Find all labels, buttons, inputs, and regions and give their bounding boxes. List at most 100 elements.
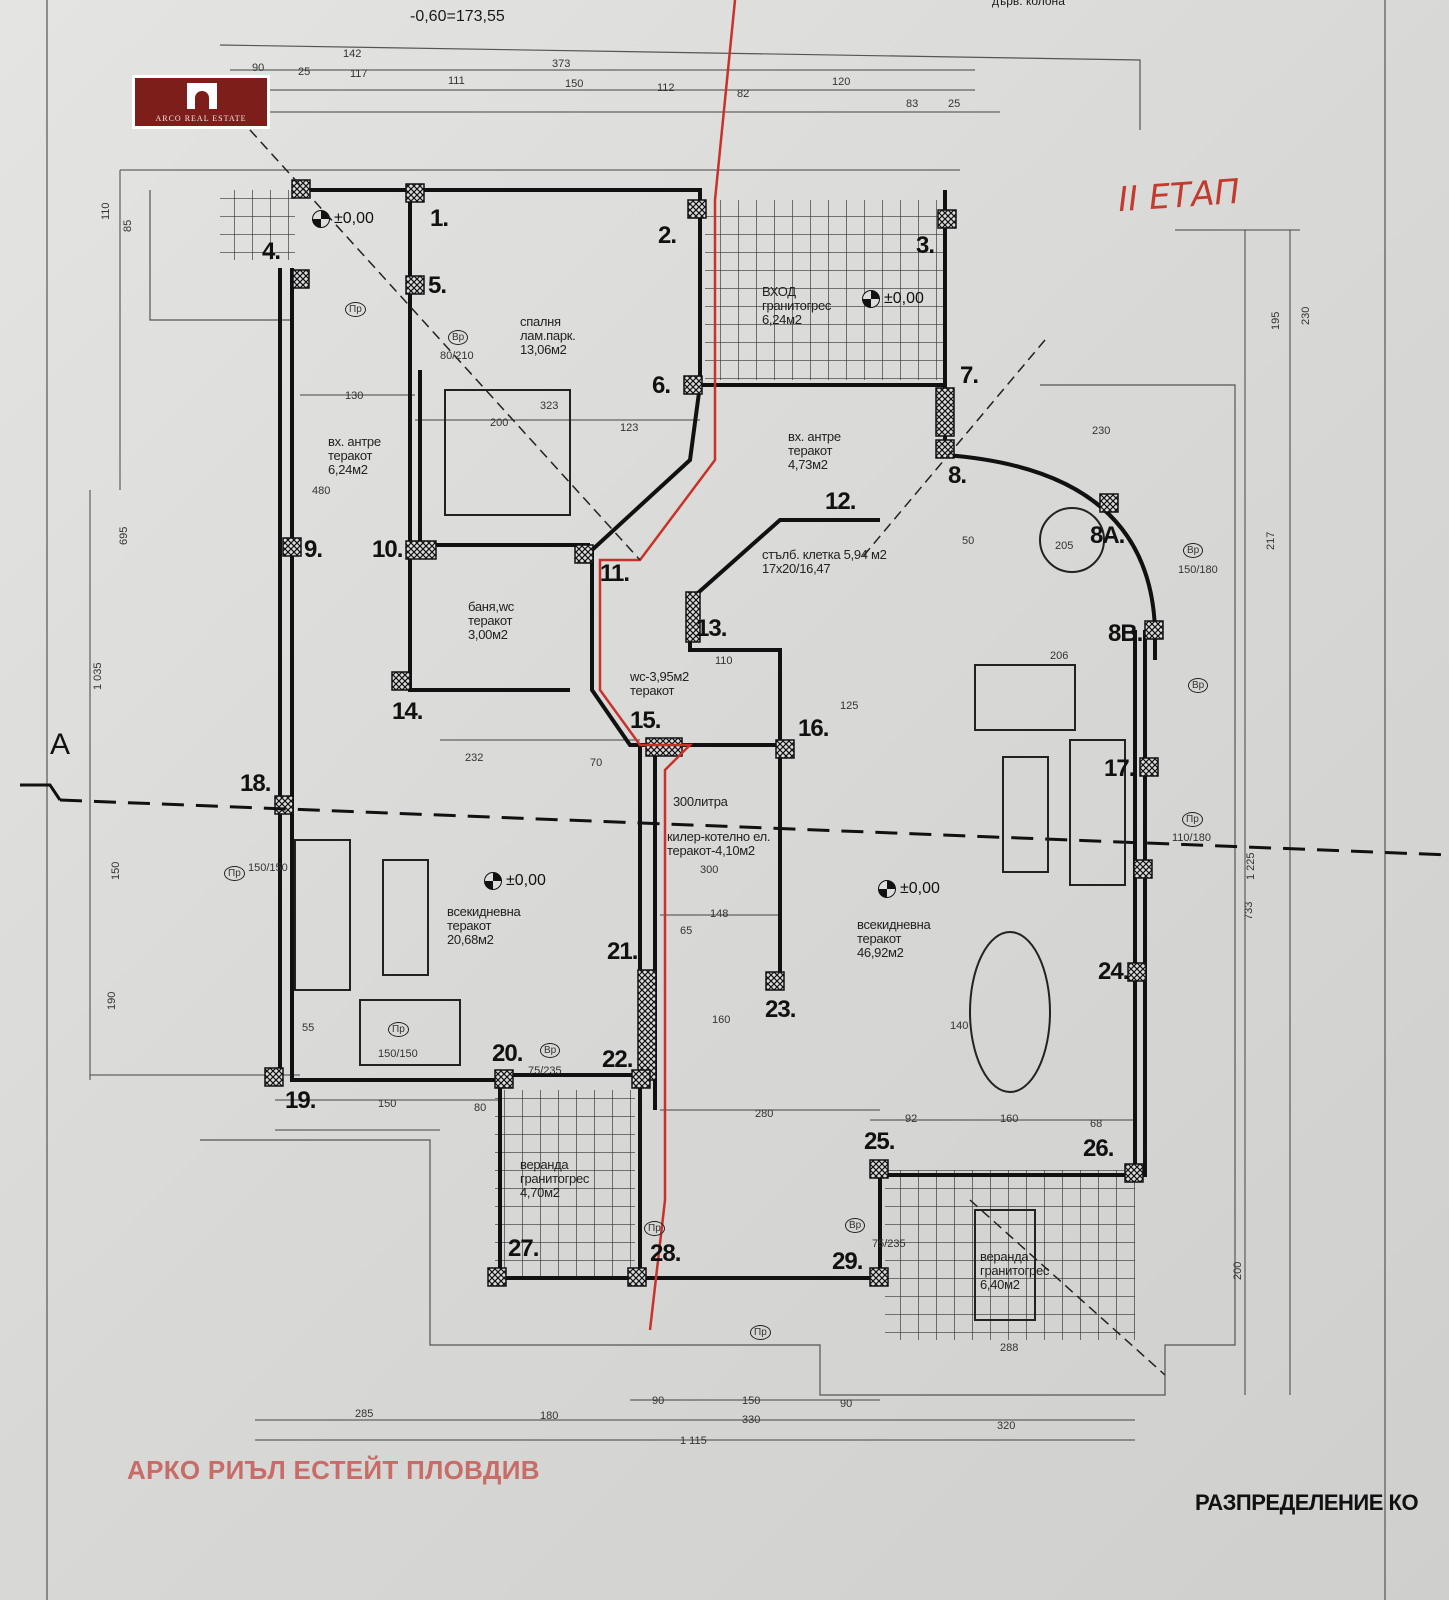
room-label-line: веранда [520, 1157, 569, 1172]
door-tag: Вр [540, 1043, 561, 1058]
room-label-line: лам.парк. [520, 328, 576, 343]
axis-number: 10. [372, 536, 403, 563]
axis-number: 15. [630, 707, 661, 734]
red-markup-line [598, 0, 737, 1331]
room-label-line: теракот-4,10м2 [667, 843, 755, 858]
room-label-line: стълб. клетка 5,94 м2 [762, 547, 887, 562]
dimension-inner: 160 [1000, 1113, 1019, 1125]
dimension-inner: 68 [1090, 1118, 1103, 1130]
dimension-top: 25 [298, 66, 311, 78]
room-label-line: ВХОД [762, 284, 796, 299]
room-label-line: спалня [520, 314, 561, 329]
veranda-tiles-left [495, 1090, 635, 1280]
dimension-inner: 160 [712, 1014, 731, 1026]
axis-number: 19. [285, 1087, 316, 1114]
axis-number: 6. [652, 372, 671, 399]
frame-lines [46, 0, 1386, 1600]
dimension-bottom: 150 [742, 1395, 761, 1407]
room-label-line: 3,00м2 [468, 627, 508, 642]
dimension-bottom: 90 [652, 1395, 665, 1407]
dimension-left: 110 [100, 202, 112, 220]
axis-number: 23. [765, 996, 796, 1023]
dimension-bottom: 320 [997, 1420, 1016, 1432]
room-label-line: гранитогрес [980, 1263, 1050, 1278]
axis-number: 8. [948, 462, 967, 489]
wood-column-label: дърв. колона [992, 0, 1065, 8]
dimension-right: 733 [1243, 901, 1255, 920]
door-tag: Вр [448, 330, 469, 345]
dimension-left: 695 [118, 526, 130, 545]
logo-text: ARCO REAL ESTATE [155, 114, 247, 123]
columns [264, 179, 1164, 1287]
dimension-left: 190 [106, 991, 118, 1010]
dimension-inner: 125 [840, 700, 859, 712]
dimension-inner: 70 [590, 757, 603, 769]
room-label-line: 6,24м2 [762, 312, 802, 327]
door-tag: Пр [388, 1022, 409, 1037]
dimension-right: 217 [1265, 531, 1277, 550]
arch-icon [187, 83, 217, 109]
dimension-bottom: 285 [355, 1408, 374, 1420]
door-size: 75/235 [872, 1238, 906, 1250]
dimension-inner: 150 [378, 1098, 397, 1110]
door-size: 80/210 [440, 350, 474, 362]
dimension-inner: 280 [755, 1108, 774, 1120]
room-label-line: теракот [328, 448, 373, 463]
axis-number: 18. [240, 770, 271, 797]
room-label-line: баня,wc [468, 599, 514, 614]
axis-number: 4. [262, 238, 281, 265]
room-label-line: теракот [447, 918, 492, 933]
dimension-right: 1 225 [1245, 852, 1257, 880]
room-label-line: 4,73м2 [788, 457, 828, 472]
watermark: АРКО РИЪЛ ЕСТЕЙТ ПЛОВДИВ [127, 1455, 540, 1485]
dimension-inner: 148 [710, 908, 729, 920]
room-label: 300литра [673, 795, 728, 809]
room-label-line: 17х20/16,47 [762, 561, 831, 576]
dimension-right: 200 [1232, 1261, 1244, 1280]
axis-number: 22. [602, 1046, 633, 1073]
room-label-line: теракот [857, 931, 902, 946]
dimension-inner: 232 [465, 752, 484, 764]
axis-number: 28. [650, 1240, 681, 1267]
dimension-top: 83 [906, 98, 919, 110]
dimension-bottom: 1 115 [680, 1435, 707, 1447]
room-label-line: всекидневна [857, 917, 931, 932]
axis-number: 17. [1104, 755, 1135, 782]
room-label-line: теракот [468, 613, 513, 628]
room-label-line: 46,92м2 [857, 945, 904, 960]
axis-number: 26. [1083, 1135, 1114, 1162]
axis-number: 5. [428, 272, 447, 299]
door-size: 150/150 [378, 1048, 418, 1060]
top-level-mark: -0,60=173,55 [410, 8, 505, 25]
dimension-bottom: 180 [540, 1410, 559, 1422]
dimension-bottom: 90 [840, 1398, 853, 1410]
dimension-left: 85 [122, 219, 134, 232]
door-tag: Пр [750, 1325, 771, 1340]
axis-number: 14. [392, 698, 423, 725]
section-arrow [20, 783, 62, 801]
dimension-top: 25 [948, 98, 961, 110]
room-label-line: вх. антре [788, 429, 841, 444]
arco-logo: ARCO REAL ESTATE [132, 75, 270, 129]
door-size: 110/180 [1172, 832, 1211, 844]
door-size: 75/235 [528, 1065, 562, 1077]
room-label-line: вх. антре [328, 434, 381, 449]
dimension-bottom: 330 [742, 1414, 761, 1426]
level-mark: ±0,00 [878, 880, 940, 898]
dimension-top: 90 [252, 62, 265, 74]
axis-number: 8A. [1090, 522, 1125, 549]
level-value: ±0,00 [334, 210, 374, 228]
axis-number: 1. [430, 205, 449, 232]
room-label-line: теракот [788, 443, 833, 458]
door-tag: Вр [1188, 678, 1209, 693]
dimension-right: 195 [1270, 311, 1282, 330]
axis-number: 20. [492, 1040, 523, 1067]
section-marker: A [50, 728, 71, 761]
dimension-inner: 92 [905, 1113, 918, 1125]
